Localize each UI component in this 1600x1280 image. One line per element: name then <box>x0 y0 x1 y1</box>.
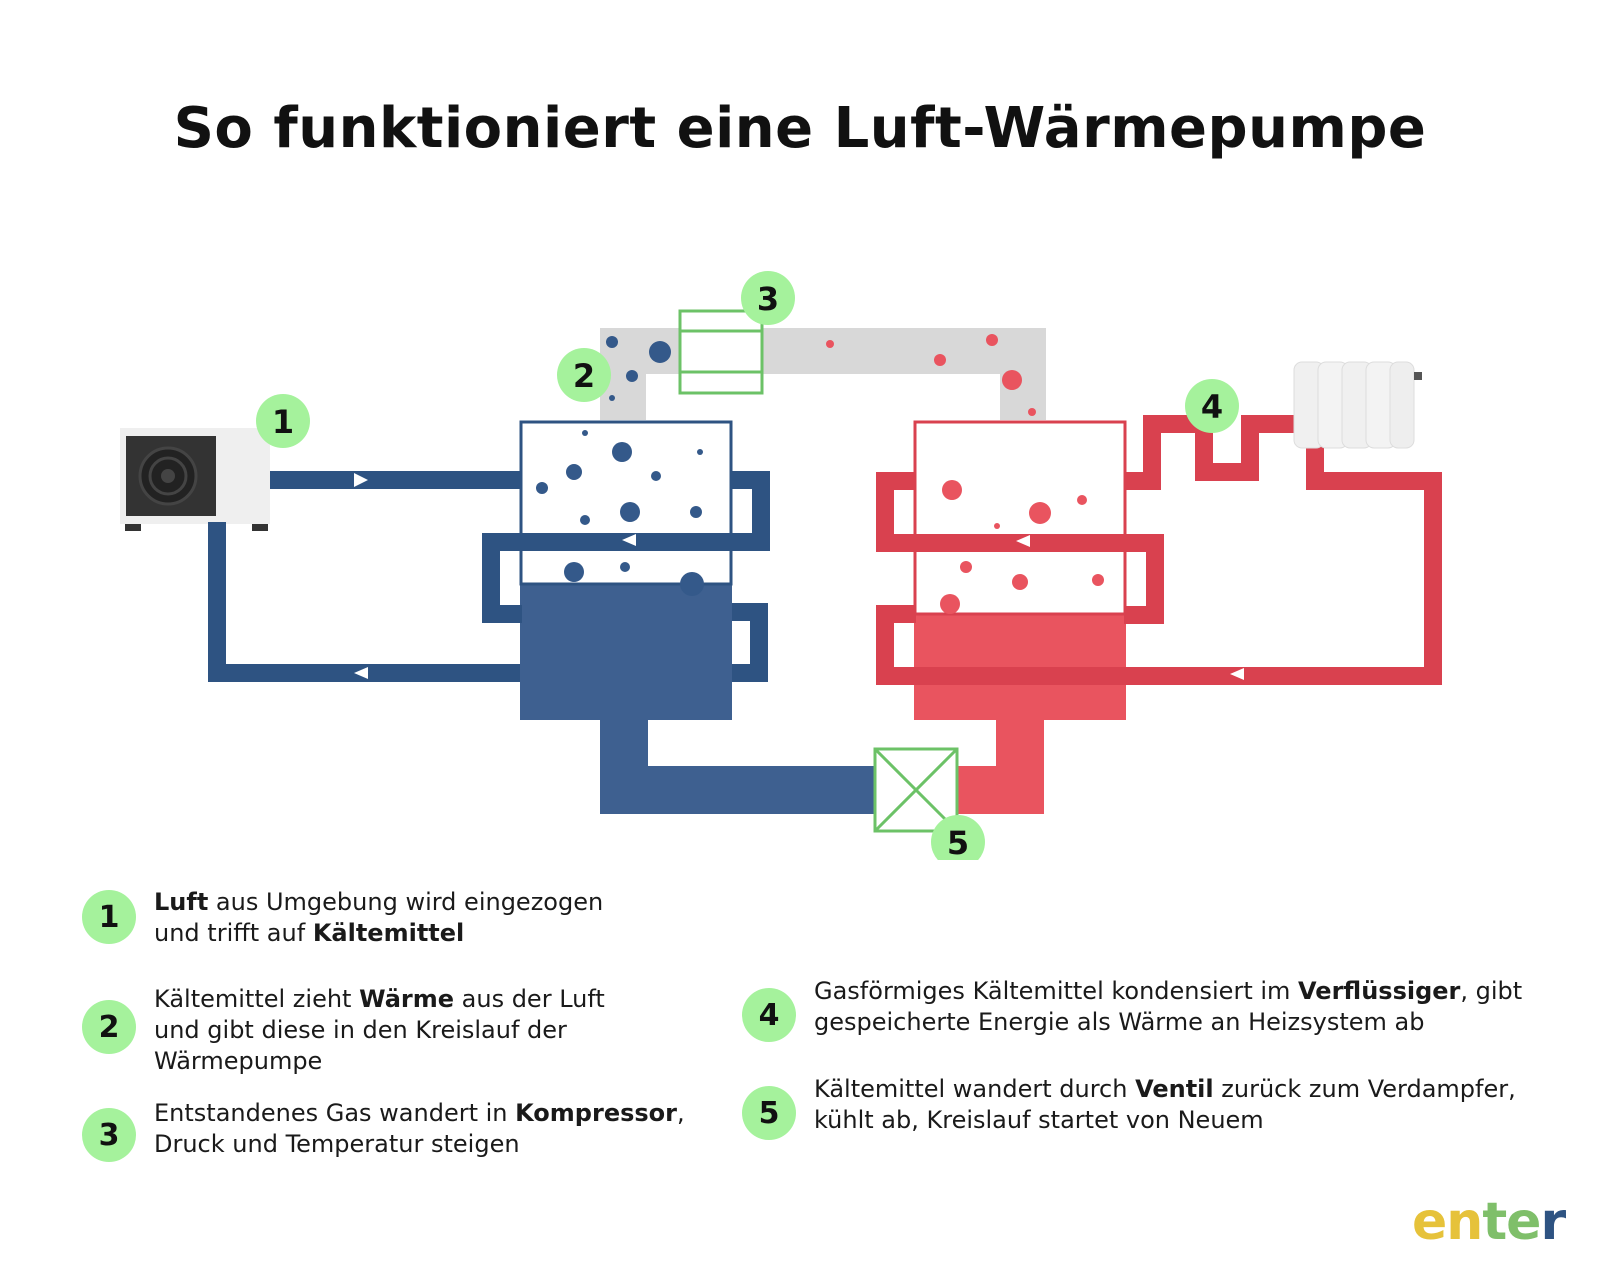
legend-run: zurück zum Verdampfer, <box>1213 1075 1516 1103</box>
compressor-icon <box>678 309 764 395</box>
legend-keyword: Wärme <box>359 985 455 1013</box>
legend-run: kühlt ab, Kreislauf startet von Neuem <box>814 1106 1264 1134</box>
legend-run: Gasförmiges Kältemittel kondensiert im <box>814 977 1299 1005</box>
legend-keyword: Kältemittel <box>312 919 465 947</box>
legend-run: Kältemittel zieht <box>154 985 360 1013</box>
marker-1: 1 <box>256 394 310 448</box>
marker-4-label: 4 <box>1201 388 1223 426</box>
marker-5-label: 5 <box>947 824 969 860</box>
legend-badge: 4 <box>742 988 796 1042</box>
marker-5: 5 <box>931 815 985 860</box>
marker-2: 2 <box>557 348 611 402</box>
legend-run: und trifft auf <box>154 919 313 947</box>
legend-run: Kältemittel wandert durch <box>814 1075 1136 1103</box>
legend-badge: 5 <box>742 1086 796 1140</box>
legend-run: Wärmepumpe <box>154 1047 323 1075</box>
legend-run: aus Umgebung wird eingezogen <box>208 888 604 916</box>
brand-letter: e <box>1506 1192 1541 1252</box>
legend-run: gespeicherte Energie als Wärme an Heizsy… <box>814 1008 1425 1036</box>
legend-badge: 2 <box>82 1000 136 1054</box>
legend-keyword: Ventil <box>1135 1075 1214 1103</box>
compressor-pipe <box>600 328 1046 420</box>
return-pipe <box>600 720 1044 814</box>
valve-icon <box>873 747 959 833</box>
brand-logo: enter <box>1412 1192 1566 1252</box>
legend-text: Gasförmiges Kältemittel kondensiert im V… <box>814 976 1522 1038</box>
legend-run: Druck und Temperatur steigen <box>154 1130 520 1158</box>
legend-text: Entstandenes Gas wandert in Kompressor, D… <box>154 1098 685 1160</box>
brand-letter: e <box>1412 1192 1447 1252</box>
legend-item-5: 5 Kältemittel wandert durch Ventil zurüc… <box>742 1075 1516 1140</box>
legend-badge: 3 <box>82 1108 136 1162</box>
legend-text: Luft aus Umgebung wird eingezogen und tri… <box>154 887 603 949</box>
outdoor-unit-icon <box>120 428 270 531</box>
legend-run: Entstandenes Gas wandert in <box>154 1099 516 1127</box>
page-title: So funktioniert eine Luft-Wärmepumpe <box>173 96 1427 161</box>
marker-2-label: 2 <box>573 357 595 395</box>
legend-keyword: Verflüssiger <box>1298 977 1461 1005</box>
brand-letter: n <box>1446 1192 1483 1252</box>
evaporator <box>482 420 770 720</box>
radiator-icon <box>1293 361 1422 449</box>
legend-keyword: Luft <box>154 888 209 916</box>
marker-3-label: 3 <box>757 280 779 318</box>
marker-3: 3 <box>741 271 795 325</box>
legend-text: Kältemittel zieht Wärme aus der Luft und … <box>154 984 605 1077</box>
brand-letter: t <box>1482 1192 1507 1252</box>
heating-loop <box>876 415 1442 685</box>
legend-item-4: 4 Gasförmiges Kältemittel kondensiert im… <box>742 977 1522 1042</box>
gas-bubbles <box>606 334 1036 416</box>
legend-badge: 1 <box>82 890 136 944</box>
legend-keyword: Kompressor <box>515 1099 677 1127</box>
marker-1-label: 1 <box>272 403 294 441</box>
brand-letter: r <box>1540 1192 1566 1252</box>
legend-item-2: 2 Kältemittel zieht Wärme aus der Luft un… <box>82 985 605 1077</box>
legend-item-3: 3 Entstandenes Gas wandert in Kompressor… <box>82 1099 685 1162</box>
legend-text: Kältemittel wandert durch Ventil zurück … <box>814 1074 1516 1136</box>
marker-4: 4 <box>1185 379 1239 433</box>
heat-pump-diagram: 1 2 3 4 5 <box>120 271 1442 860</box>
legend-item-1: 1 Luft aus Umgebung wird eingezogen und t… <box>82 887 603 949</box>
legend-run: und gibt diese in den Kreislauf der <box>154 1016 567 1044</box>
legend-run: , <box>676 1099 685 1127</box>
legend-run: , gibt <box>1460 977 1523 1005</box>
legend-run: aus der Luft <box>454 985 605 1013</box>
